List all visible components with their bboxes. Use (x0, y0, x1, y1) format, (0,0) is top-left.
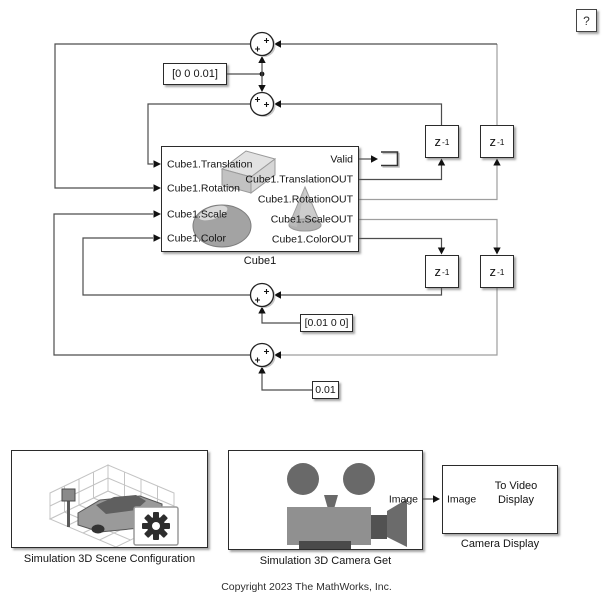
sum3-body (249, 282, 275, 308)
camera-display-block[interactable]: Image To Video Display (442, 465, 558, 534)
cube1-subsystem-block[interactable]: Cube1.Translation Cube1.Rotation Cube1.S… (161, 146, 359, 252)
wire-delay3-to-sum3[interactable] (281, 288, 443, 296)
wire-translationout-to-delay1[interactable] (359, 165, 443, 181)
wire-sum4-to-scale[interactable] (53, 213, 251, 356)
sum2-top-arrow (258, 85, 266, 92)
wire-delay1-to-sum2[interactable] (281, 103, 443, 125)
constant-scale-value: 0.01 (315, 384, 336, 396)
scene-3d-icon (48, 464, 179, 547)
outport-scaleout-label: Cube1.ScaleOUT (270, 213, 353, 226)
unit-delay-color[interactable]: z-1 (425, 255, 459, 288)
to-video-display-text: To Video Display (494, 480, 538, 506)
delay-base: z (434, 134, 441, 149)
wire-sum2-to-translation[interactable] (147, 103, 251, 165)
sum3-plus-signs (255, 289, 269, 303)
sum4-bottom-arrow (258, 366, 266, 374)
sum-translation-2[interactable] (249, 91, 276, 118)
camera-display-label: Camera Display (460, 538, 540, 550)
camera-icon (287, 463, 407, 549)
inport-color-label: Cube1.Color (167, 232, 226, 245)
gear-icon (133, 506, 179, 546)
sign-icon (61, 488, 76, 527)
sum2-right-arrow (274, 100, 281, 108)
camera-output-port-label: Image (388, 493, 418, 506)
outport-valid-label: Valid (330, 153, 353, 166)
sum-scale[interactable] (249, 342, 276, 369)
copyright-text: Copyright 2023 The MathWorks, Inc. (221, 581, 392, 593)
translation-port-arrow (153, 160, 161, 168)
constant-color-value: [0.01 0 0] (304, 317, 349, 329)
outport-translationout-label: Cube1.TranslationOUT (245, 173, 353, 186)
help-button[interactable]: ? (576, 9, 597, 32)
scale-port-arrow (153, 210, 161, 218)
delay3-in-arrow (437, 247, 446, 255)
delay4-in-arrow (493, 247, 501, 255)
display-input-port-label: Image (447, 493, 477, 506)
wire-sum1-to-rotation[interactable] (54, 43, 251, 189)
terminator-in-arrow (371, 155, 378, 163)
unit-delay-translation[interactable]: z-1 (425, 125, 459, 158)
sum1-bottom-arrow (258, 56, 266, 63)
wire-sum3-to-color[interactable] (82, 237, 251, 296)
outport-colorout-label: Cube1.ColorOUT (271, 233, 353, 246)
wire-rotationout-to-delay2[interactable] (359, 165, 498, 201)
constant-translation-value: [0 0 0.01] (172, 68, 218, 80)
display-in-arrow (433, 495, 440, 503)
sum-translation[interactable] (249, 31, 276, 58)
wire-const-scale-to-sum4[interactable] (261, 373, 312, 391)
wire-delay4-to-sum4[interactable] (281, 288, 498, 356)
constant-color-increment[interactable]: [0.01 0 0] (300, 314, 353, 332)
cube1-shapes (192, 150, 322, 248)
delay-base: z (489, 264, 496, 279)
outport-rotationout-label: Cube1.RotationOUT (257, 193, 353, 206)
sum3-right-arrow (274, 291, 281, 299)
cone-icon (288, 185, 322, 232)
unit-delay-scale[interactable]: z-1 (480, 255, 514, 288)
sum3-bottom-arrow (258, 306, 266, 314)
cube1-block-name: Cube1 (243, 255, 277, 267)
scene-configuration-label: Simulation 3D Scene Configuration (23, 553, 196, 565)
sum4-body (249, 342, 275, 368)
sum4-plus-signs (255, 349, 269, 363)
constant-translation-increment[interactable]: [0 0 0.01] (163, 63, 227, 85)
color-port-arrow (153, 234, 161, 242)
sum4-right-arrow (274, 351, 281, 359)
delay-base: z (434, 264, 441, 279)
inport-translation-label: Cube1.Translation (167, 158, 253, 171)
terminator-shadow (382, 152, 400, 168)
wire-scaleout-to-delay4[interactable] (359, 218, 498, 248)
sum1-plus-signs (255, 38, 269, 52)
rotation-port-arrow (153, 184, 161, 192)
sum2-body (249, 91, 275, 117)
sum-color[interactable] (249, 282, 276, 309)
scene-configuration-block[interactable] (11, 450, 208, 548)
inport-scale-label: Cube1.Scale (167, 208, 228, 221)
camera-get-label: Simulation 3D Camera Get (259, 555, 392, 567)
delay2-in-arrow (493, 158, 501, 166)
inport-rotation-label: Cube1.Rotation (167, 182, 240, 195)
delay1-in-arrow (437, 158, 446, 166)
wire-colorout-to-delay3[interactable] (359, 237, 443, 248)
camera-get-block[interactable]: Image (228, 450, 423, 550)
delay-base: z (489, 134, 496, 149)
sum1-body (249, 31, 275, 57)
sum2-plus-signs (255, 97, 269, 107)
unit-delay-rotation[interactable]: z-1 (480, 125, 514, 158)
terminator-icon[interactable] (381, 151, 399, 167)
help-label: ? (583, 13, 590, 28)
sum1-right-arrow (274, 40, 281, 48)
cube-3d-icon (220, 150, 277, 194)
wire-const-color-to-sum3[interactable] (261, 313, 300, 324)
sphere-icon (192, 204, 252, 248)
constant-scale-increment[interactable]: 0.01 (312, 381, 339, 399)
